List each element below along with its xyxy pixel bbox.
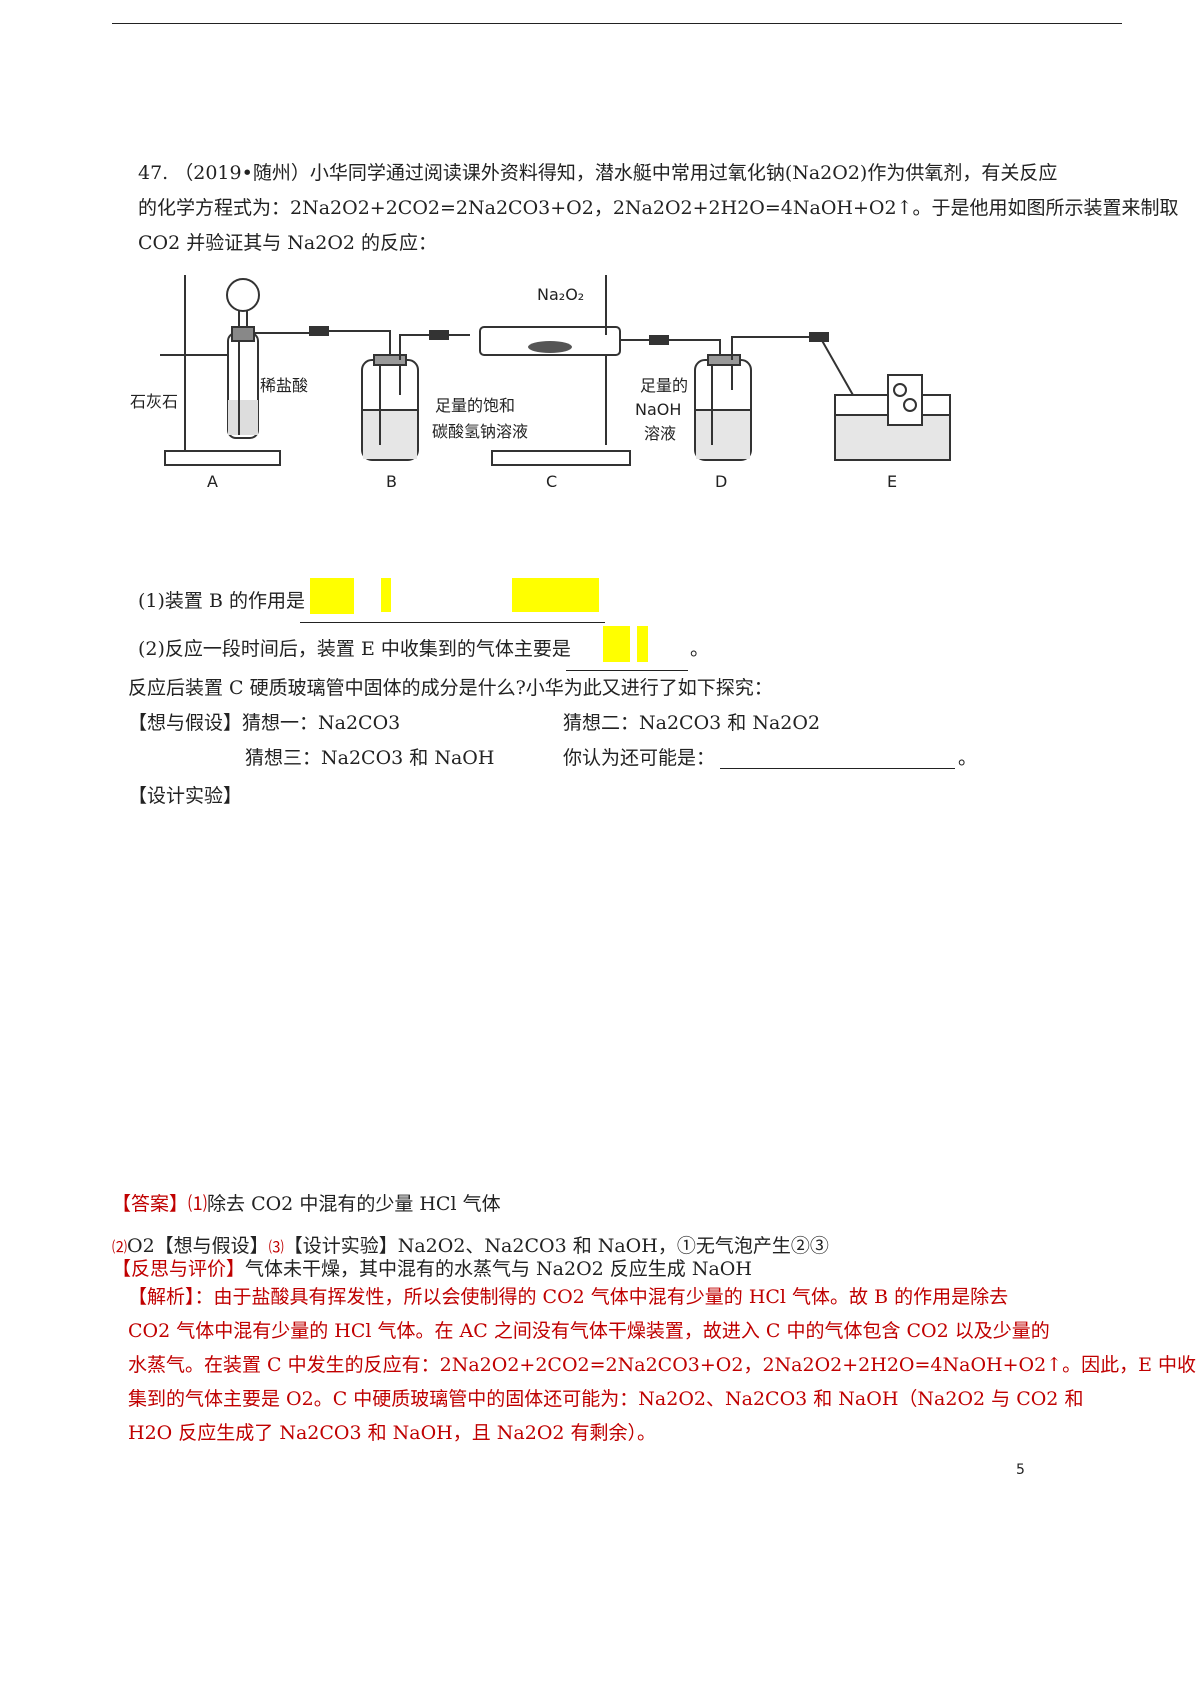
analysis-line-3: 水蒸气。在装置 C 中发生的反应有：2Na2O2+2CO2=2Na2CO3+O2… <box>128 1354 1197 1376</box>
letter-d: D <box>715 472 727 491</box>
answer-text-2: O2【想与假设】 <box>127 1235 269 1257</box>
answer-line-3: 【反思与评价】气体未干燥，其中混有的水蒸气与 Na2O2 反应生成 NaOH <box>112 1258 752 1281</box>
hypothesis-guess-1: 【想与假设】猜想一：Na2CO3 <box>128 712 401 734</box>
letter-a: A <box>207 472 218 491</box>
letter-b: B <box>386 472 397 491</box>
analysis-line-1: 【解析】：由于盐酸具有挥发性，所以会使制得的 CO2 气体中混有少量的 HCl … <box>128 1286 1009 1308</box>
gas-bottle-e <box>887 374 923 426</box>
answer-tag: 【答案】 <box>112 1193 189 1215</box>
hypothesis-end: 。 <box>958 747 978 769</box>
label-nahco3-1: 足量的饱和 <box>435 396 515 415</box>
answer-line-1: 【答案】⑴除去 CO2 中混有的少量 HCl 气体 <box>112 1193 501 1216</box>
question-line-3: CO2 并验证其与 Na2O2 的反应： <box>138 232 438 254</box>
answer-blank-1 <box>300 622 605 623</box>
inquiry-intro: 反应后装置 C 硬质玻璃管中固体的成分是什么?小华为此又进行了如下探究： <box>128 677 773 699</box>
reflection-text: 气体未干燥，其中混有的水蒸气与 Na2O2 反应生成 NaOH <box>245 1258 752 1280</box>
highlight-mark-2a <box>603 626 630 662</box>
funnel-bulb-a <box>226 278 260 312</box>
highlight-mark-2b <box>637 626 648 662</box>
analysis-line-4: 集到的气体主要是 O2。C 中硬质玻璃管中的固体还可能为：Na2O2、Na2CO… <box>128 1388 1084 1410</box>
label-limestone: 石灰石 <box>130 392 178 411</box>
stand-base-c <box>491 450 631 466</box>
label-naoh-1: 足量的 <box>640 376 688 395</box>
apparatus-figure: 石灰石 稀盐酸 足量的饱和 碳酸氢钠溶液 Na₂O₂ 足量的 NaOH 溶液 A… <box>130 275 951 491</box>
label-na2o2: Na₂O₂ <box>537 285 584 304</box>
hypothesis-guess-2: 猜想二：Na2CO3 和 Na2O2 <box>563 712 821 734</box>
hypothesis-guess-4: 你认为还可能是： <box>563 747 716 769</box>
highlight-mark-1b <box>381 578 391 612</box>
sub-question-2-end: 。 <box>690 638 710 660</box>
stand-base-a <box>164 450 281 466</box>
letter-e: E <box>887 472 897 491</box>
page-number: 5 <box>1016 1462 1025 1478</box>
analysis-line-2: CO2 气体中混有少量的 HCl 气体。在 AC 之间没有气体干燥装置，故进入 … <box>128 1320 1050 1342</box>
sub-question-1: (1)装置 B 的作用是 <box>138 590 305 612</box>
analysis-line-5: H2O 反应生成了 Na2CO3 和 NaOH，且 Na2O2 有剩余）。 <box>128 1422 657 1444</box>
label-naoh-3: 溶液 <box>644 424 676 443</box>
answer-blank-2 <box>566 670 688 671</box>
answer-number-1: ⑴ <box>188 1193 208 1215</box>
hypothesis-guess-3: 猜想三：Na2CO3 和 NaOH <box>245 747 495 769</box>
answer-line-2: ⑵O2【想与假设】⑶【设计实验】Na2O2、Na2CO3 和 NaOH，①无气泡… <box>112 1235 829 1258</box>
header-rule <box>112 23 1122 24</box>
sub-question-2: (2)反应一段时间后，装置 E 中收集到的气体主要是 <box>138 638 571 660</box>
label-nahco3-2: 碳酸氢钠溶液 <box>432 422 528 441</box>
highlight-mark-1c <box>512 578 599 612</box>
label-dilute-hcl: 稀盐酸 <box>260 376 308 395</box>
tube-c-d <box>620 339 721 360</box>
letter-c: C <box>546 472 557 491</box>
question-line-1: 47. （2019•随州）小华同学通过阅读课外资料得知，潜水艇中常用过氧化钠(N… <box>138 162 1058 184</box>
answer-blank-3 <box>720 768 955 769</box>
design-heading: 【设计实验】 <box>128 785 243 807</box>
answer-text-1: 除去 CO2 中混有的少量 HCl 气体 <box>207 1193 501 1215</box>
question-line-2: 的化学方程式为：2Na2O2+2CO2=2Na2CO3+O2，2Na2O2+2H… <box>138 197 1179 219</box>
na2o2-solid <box>528 341 572 353</box>
label-naoh-2: NaOH <box>635 400 681 419</box>
answer-number-3: ⑶ <box>268 1238 284 1256</box>
reflection-tag: 【反思与评价】 <box>112 1258 246 1280</box>
stopper-a <box>231 326 255 342</box>
answer-number-2: ⑵ <box>112 1238 128 1256</box>
highlight-mark-1a <box>310 578 354 614</box>
answer-text-3: 【设计实验】Na2O2、Na2CO3 和 NaOH，①无气泡产生②③ <box>283 1235 829 1257</box>
